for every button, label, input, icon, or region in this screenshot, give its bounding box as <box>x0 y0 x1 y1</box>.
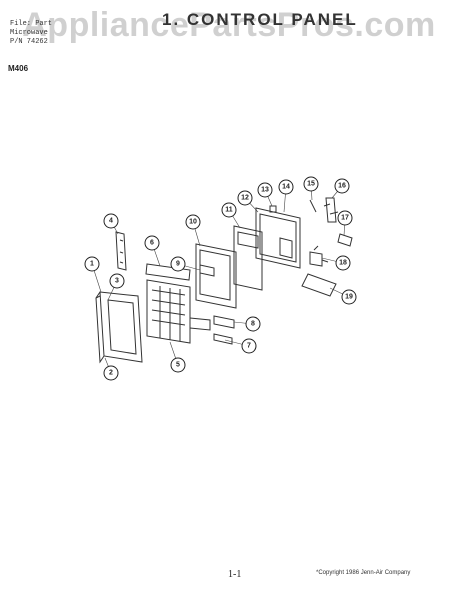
copyright-notice: *Copyright 1986 Jenn-Air Company <box>316 570 411 576</box>
svg-text:8: 8 <box>251 321 255 328</box>
control-bracket <box>195 243 237 309</box>
cover-plate <box>301 273 337 297</box>
header-line-3: P/N 74262 <box>10 38 48 46</box>
svg-text:3: 3 <box>115 278 119 285</box>
small-bracket <box>213 315 235 345</box>
hinge-bracket <box>115 231 127 271</box>
small-clip <box>269 205 277 213</box>
chassis-plate <box>255 207 301 269</box>
spring-pin <box>309 199 317 213</box>
callout-1: 1 <box>84 256 100 272</box>
callout-5: 5 <box>170 357 186 373</box>
callout-8: 8 <box>245 316 261 332</box>
callout-4: 4 <box>103 213 119 229</box>
svg-text:2: 2 <box>109 370 113 377</box>
svg-text:5: 5 <box>176 362 180 369</box>
keypad-membrane <box>146 279 211 344</box>
callout-13: 13 <box>257 182 273 198</box>
page-title: 1. CONTROL PANEL <box>162 10 358 29</box>
callout-10: 10 <box>185 214 201 230</box>
svg-text:6: 6 <box>150 240 154 247</box>
svg-text:10: 10 <box>189 219 197 226</box>
callout-2: 2 <box>103 365 119 381</box>
svg-text:7: 7 <box>247 343 251 350</box>
callout-16: 16 <box>334 178 350 194</box>
svg-text:11: 11 <box>225 207 233 214</box>
callout-9: 9 <box>170 256 186 272</box>
watermark-text: AppliancePartsPros.com <box>22 6 436 44</box>
leader-lines <box>91 183 350 374</box>
model-number: M406 <box>8 64 29 73</box>
callout-14: 14 <box>278 179 294 195</box>
svg-text:14: 14 <box>282 184 290 191</box>
relay <box>309 245 329 267</box>
svg-text:12: 12 <box>241 195 249 202</box>
interlock-switch <box>337 233 353 247</box>
page-number: 1-1 <box>228 569 242 580</box>
door-latch <box>323 197 339 223</box>
callout-18: 18 <box>335 255 351 271</box>
callout-15: 15 <box>303 176 319 192</box>
callout-12: 12 <box>237 190 253 206</box>
svg-text:19: 19 <box>345 294 353 301</box>
callout-11: 11 <box>221 202 237 218</box>
callout-3: 3 <box>109 273 125 289</box>
svg-text:15: 15 <box>307 181 315 188</box>
front-frame <box>95 291 143 364</box>
svg-text:9: 9 <box>176 261 180 268</box>
callout-6: 6 <box>144 235 160 251</box>
header-line-1: File: Part <box>10 20 53 28</box>
svg-text:18: 18 <box>339 260 347 267</box>
svg-text:17: 17 <box>341 215 349 222</box>
svg-text:13: 13 <box>261 187 269 194</box>
circuit-board <box>233 225 263 291</box>
svg-text:4: 4 <box>109 218 113 225</box>
svg-text:16: 16 <box>338 183 346 190</box>
svg-text:1: 1 <box>90 261 94 268</box>
callout-19: 19 <box>341 289 357 305</box>
callout-7: 7 <box>241 338 257 354</box>
header-line-2: Microwave <box>10 29 48 37</box>
callout-17: 17 <box>337 210 353 226</box>
